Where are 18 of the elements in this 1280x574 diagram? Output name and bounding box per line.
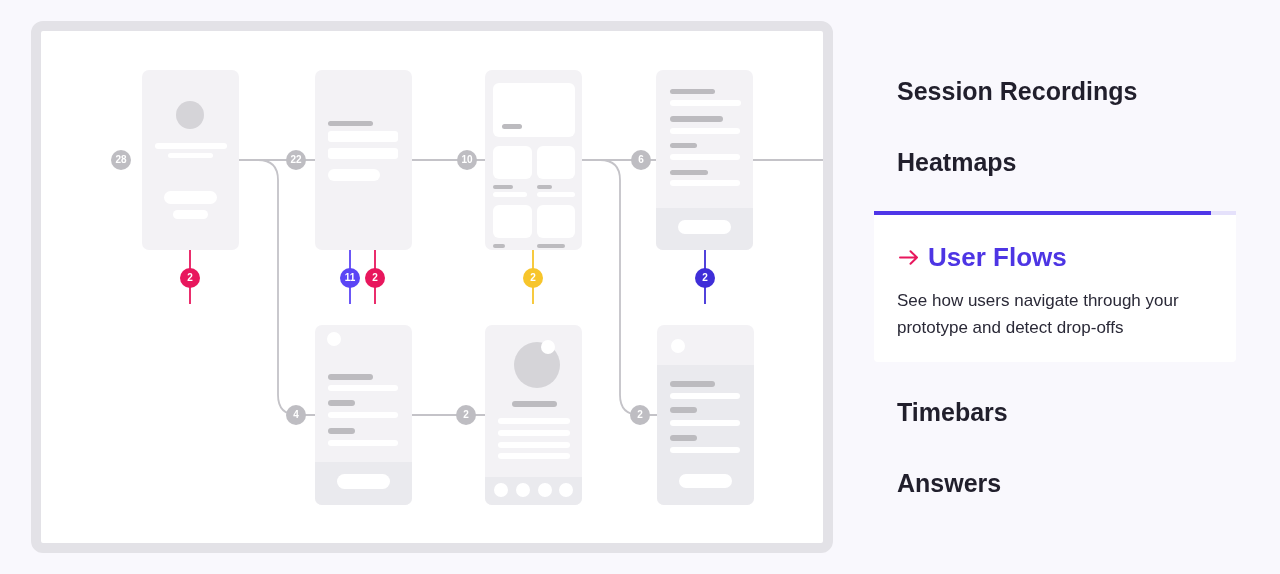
connector-line	[581, 159, 658, 416]
menu-item: Answers	[897, 468, 1002, 498]
menu-item: Timebars	[897, 397, 1008, 427]
menu-item: Heatmaps	[897, 147, 1017, 177]
feature-description: See how users navigate through your prototype and detect drop-offs	[897, 290, 1180, 339]
wireframe-screen-drawing	[657, 325, 754, 505]
wireframe-screen-drawing	[485, 70, 582, 250]
connector-line	[411, 414, 486, 416]
wireframe-screen-drawing	[142, 70, 239, 250]
feature-title: User Flows	[928, 242, 1067, 272]
menu-item: Session Recordings	[897, 76, 1138, 106]
wireframe-screen-drawing	[315, 70, 412, 250]
wireframe-screen-drawing	[315, 325, 412, 505]
connector-line	[752, 159, 824, 161]
feature-card	[874, 211, 1236, 362]
wireframe-screen-drawing	[656, 70, 753, 250]
connector-line	[238, 159, 316, 416]
wireframe-screen-drawing	[485, 325, 582, 505]
